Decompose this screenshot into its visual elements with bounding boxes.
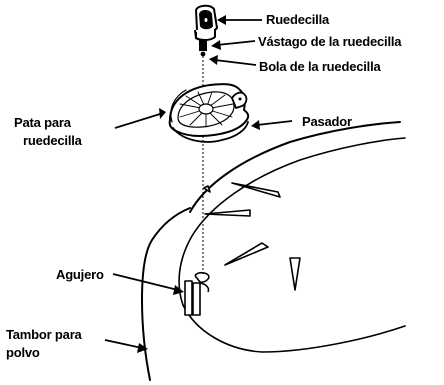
hole-post-left	[184, 280, 193, 316]
hole-post-lip	[199, 282, 210, 293]
caster-wheel	[194, 4, 218, 42]
drum-lid-bottom-edge	[261, 325, 406, 353]
callout-arrows	[104, 15, 293, 353]
arrowhead-caster-foot	[159, 108, 166, 119]
label-caster-foot-2: ruedecilla	[23, 133, 83, 148]
label-caster-ball: Bola de la ruedecilla	[259, 59, 381, 74]
label-drum-2: polvo	[6, 345, 40, 360]
caster-stem-rect	[199, 39, 207, 51]
label-caster-stem: Vástago de la ruedecilla	[258, 34, 402, 49]
vent-slot	[203, 185, 211, 193]
hole-opening	[194, 271, 210, 283]
vent-slot	[224, 242, 269, 266]
caster-foot	[168, 83, 250, 143]
vent-slot	[231, 182, 281, 198]
caster-wheel-axle	[202, 16, 210, 24]
drum-top-rim	[189, 121, 401, 213]
hole-post-right	[192, 282, 201, 316]
caster-foot-inner	[177, 91, 235, 128]
arrowhead-drum	[137, 343, 148, 353]
dust-drum	[141, 121, 406, 381]
drum-inner-rim	[178, 137, 406, 306]
vent-slot	[289, 257, 301, 291]
label-hole: Agujero	[56, 267, 104, 282]
drum-outer-shell	[141, 207, 191, 381]
arrowhead-caster-stem	[211, 40, 221, 50]
caster-foot-pin	[231, 91, 248, 109]
label-caster: Ruedecilla	[266, 12, 330, 27]
arrow-caster-ball	[214, 59, 257, 66]
arrowhead-hole	[173, 285, 184, 295]
arrowhead-caster	[217, 15, 226, 25]
hole-post	[184, 271, 210, 316]
drum-vent-slots	[203, 182, 301, 291]
arrow-caster-stem	[216, 40, 256, 46]
label-drum-1: Tambor para	[6, 327, 83, 342]
label-pin: Pasador	[302, 114, 352, 129]
caster-foot-rim	[170, 89, 187, 123]
caster-ball	[200, 51, 206, 57]
arrow-hole	[112, 273, 179, 291]
arrowhead-caster-ball	[209, 55, 218, 65]
callout-labels: Ruedecilla Vástago de la ruedecilla Bola…	[6, 12, 402, 360]
caster-foot-pin-hole	[238, 97, 242, 101]
caster-foot-hub	[198, 103, 214, 115]
caster-foot-underside	[172, 121, 249, 143]
arrowhead-pin	[251, 120, 260, 130]
arrow-drum	[104, 339, 143, 349]
vent-slot	[204, 209, 251, 217]
label-caster-foot-1: Pata para	[14, 115, 72, 130]
caster-stem-part	[199, 39, 207, 51]
arrow-caster-foot	[114, 113, 161, 129]
arrow-pin	[256, 120, 293, 126]
